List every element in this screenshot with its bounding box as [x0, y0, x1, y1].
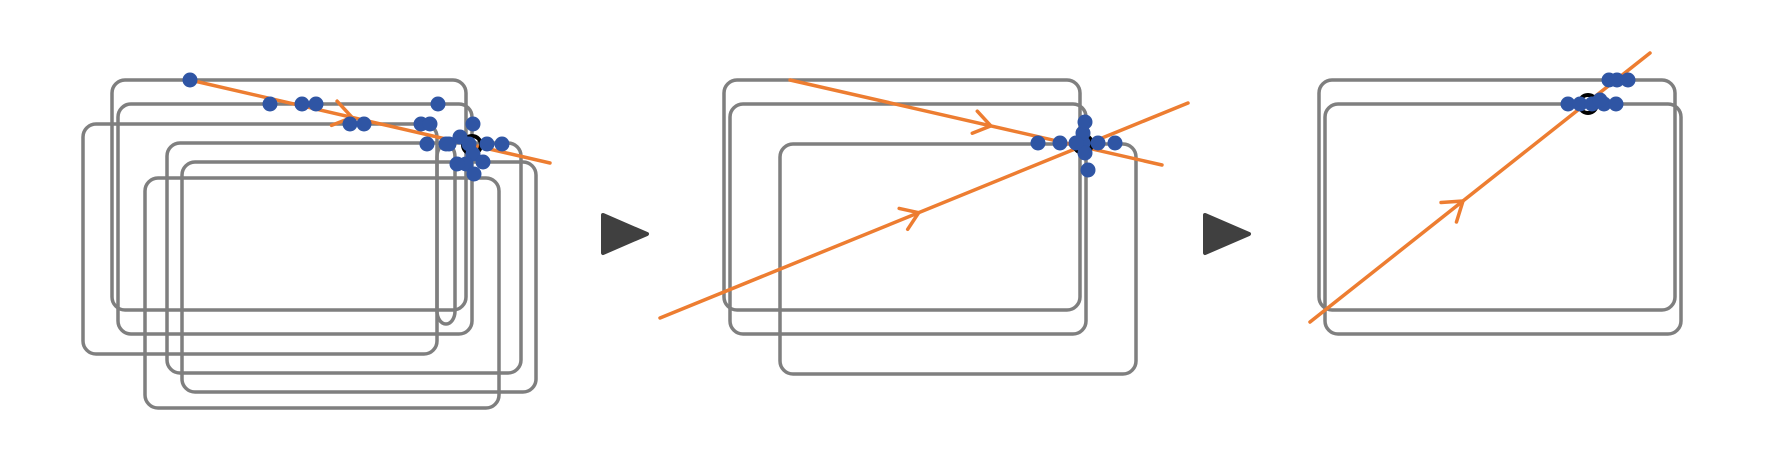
keypoint-dot — [479, 136, 495, 152]
direction-line — [658, 101, 1190, 320]
keypoint-dot — [466, 166, 482, 182]
keypoint-dot — [1080, 162, 1096, 178]
frame-rect — [143, 176, 501, 410]
keypoint-dot — [1090, 135, 1106, 151]
stage-3-panel — [1308, 51, 1683, 336]
frame-rect — [110, 78, 468, 312]
keypoint-dot — [356, 116, 372, 132]
keypoint-dot — [475, 154, 491, 170]
keypoint-dot — [294, 96, 310, 112]
frame-rect — [778, 142, 1138, 376]
keypoint-dot — [1620, 72, 1636, 88]
direction-chevron — [897, 206, 921, 232]
keypoint-dot — [422, 116, 438, 132]
play-triangle-icon — [601, 213, 649, 255]
keypoint-dot — [308, 96, 324, 112]
frame-rect — [165, 141, 523, 375]
keypoint-dot — [1077, 145, 1093, 161]
keypoint-dot — [1560, 96, 1576, 112]
keypoint-dot — [1068, 135, 1084, 151]
keypoint-dot — [449, 156, 465, 172]
keypoint-dot — [1052, 135, 1068, 151]
keypoint-dot — [430, 96, 446, 112]
keypoint-dot — [342, 116, 358, 132]
keypoint-dot — [1077, 114, 1093, 130]
frame-rect — [728, 102, 1088, 336]
keypoint-dot — [494, 136, 510, 152]
keypoint-dot — [1572, 96, 1588, 112]
keypoint-dot — [465, 116, 481, 132]
stage-1-panel — [81, 72, 552, 410]
keypoint-dot — [419, 136, 435, 152]
direction-chevron — [1439, 199, 1465, 224]
keypoint-dot — [1107, 135, 1123, 151]
keypoint-dot — [452, 129, 468, 145]
keypoint-dot — [182, 72, 198, 88]
play-triangle-icon — [1203, 213, 1251, 255]
frame-rect — [1323, 102, 1683, 336]
frame-rect — [180, 160, 538, 394]
keypoint-dot — [1592, 92, 1608, 108]
keypoint-dot — [1030, 135, 1046, 151]
keypoint-dot — [262, 96, 278, 112]
frame-rect — [116, 102, 474, 336]
direction-chevron — [970, 109, 993, 135]
step-arrow-2 — [1203, 213, 1251, 255]
stage-2-panel — [658, 78, 1190, 376]
frame-rect — [435, 142, 457, 326]
direction-line — [788, 78, 1164, 167]
frame-rect — [722, 78, 1082, 312]
frame-rect — [81, 122, 439, 356]
step-arrow-1 — [601, 213, 649, 255]
keypoint-dot — [1608, 96, 1624, 112]
frame-rect — [1317, 78, 1677, 312]
keypoint-dot — [438, 136, 454, 152]
keypoint-dot — [1609, 72, 1625, 88]
